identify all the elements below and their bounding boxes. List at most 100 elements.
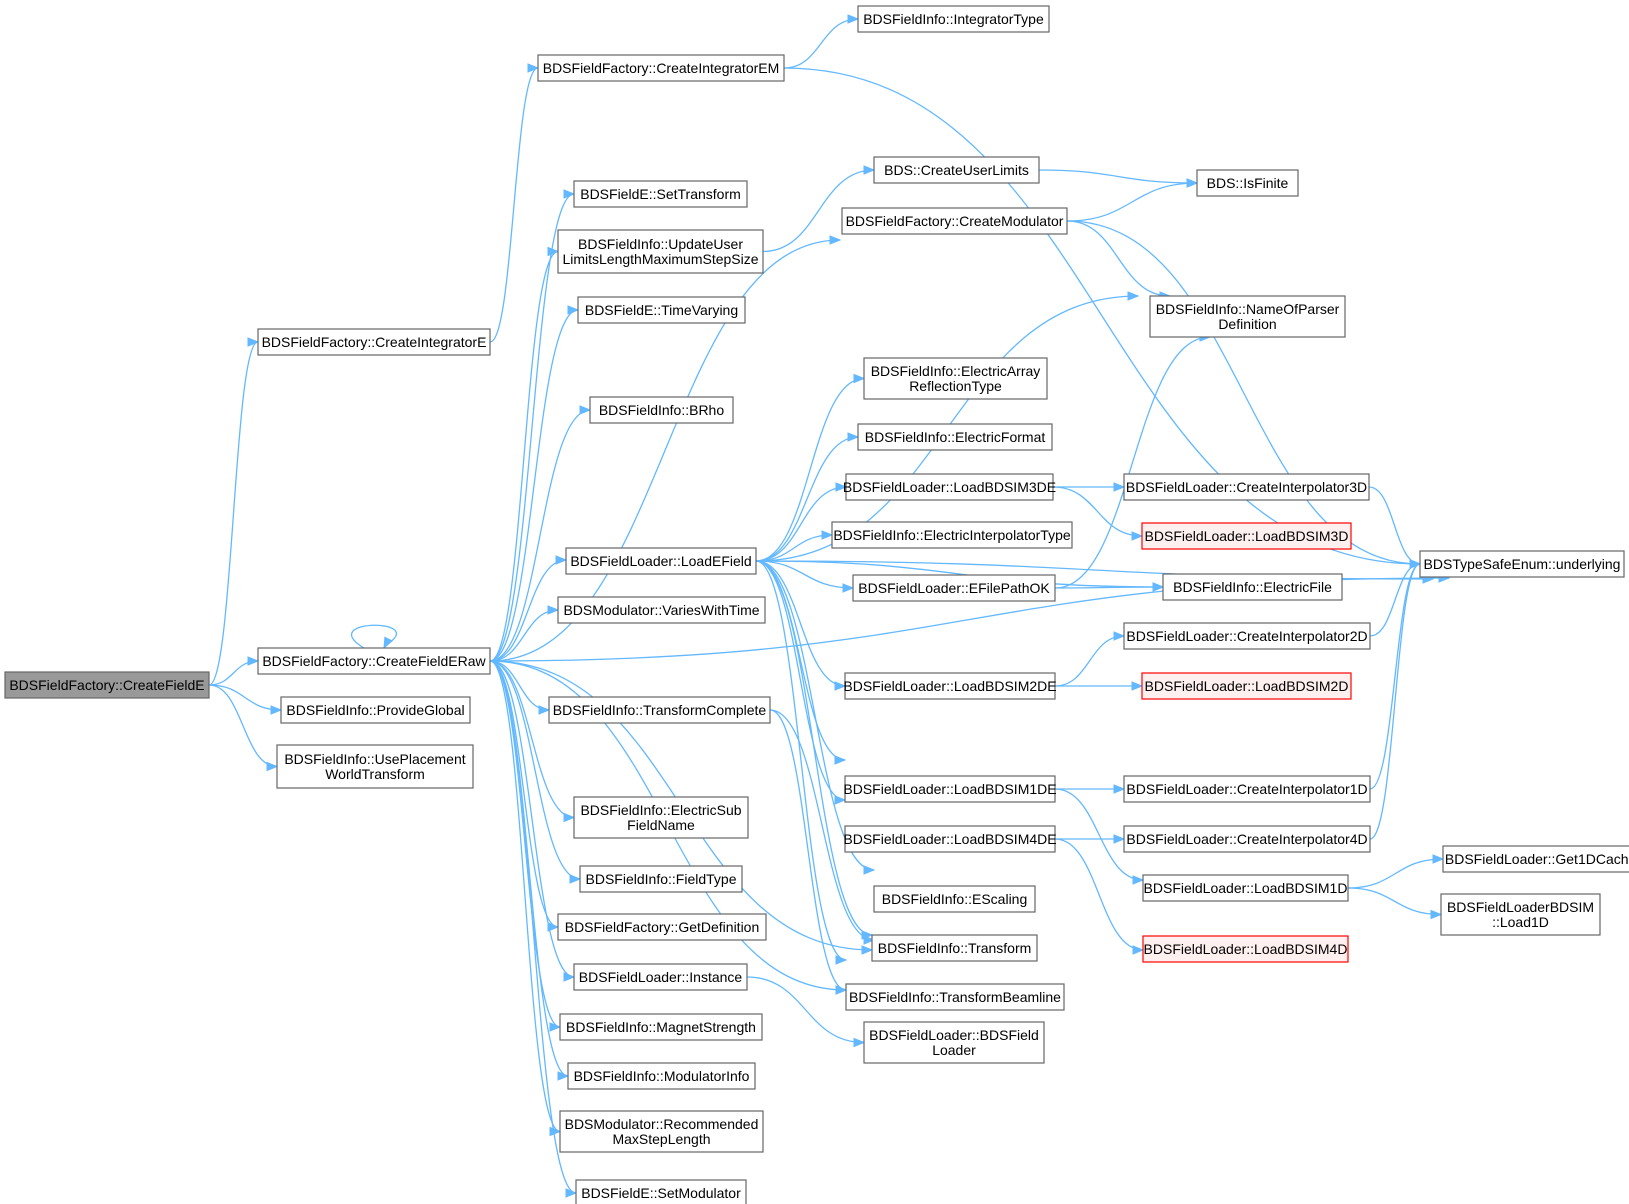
node-box[interactable] — [257, 647, 491, 675]
node-box[interactable] — [1440, 893, 1601, 936]
node-box[interactable] — [1142, 874, 1349, 902]
node-box[interactable] — [1123, 825, 1371, 853]
node-n8[interactable]: BDSFieldE::SetTransform — [573, 180, 748, 208]
node-n17[interactable]: BDSFieldInfo::ElectricFormat — [857, 423, 1053, 451]
node-n34[interactable]: BDSFieldLoader::CreateInterpolator4D — [1123, 825, 1371, 853]
node-box[interactable] — [852, 574, 1056, 602]
node-box[interactable] — [573, 796, 749, 839]
node-n5[interactable]: BDSFieldFactory::CreateIntegratorEM — [537, 54, 785, 82]
node-n37[interactable]: BDSFieldLoader::LoadBDSIM1D — [1142, 874, 1349, 902]
node-box[interactable] — [575, 1179, 747, 1204]
node-box[interactable] — [1442, 845, 1629, 873]
node-n40[interactable]: BDSFieldFactory::GetDefinition — [557, 913, 767, 941]
node-n46[interactable]: BDSFieldLoader::BDSFieldLoader — [863, 1021, 1045, 1064]
node-box[interactable] — [280, 696, 471, 724]
node-box[interactable] — [557, 229, 764, 274]
node-box[interactable] — [857, 423, 1053, 451]
node-n12[interactable]: BDSFieldFactory::CreateModulator — [841, 207, 1068, 235]
node-box[interactable] — [557, 596, 766, 624]
node-n47[interactable]: BDSFieldInfo::ModulatorInfo — [567, 1062, 756, 1090]
node-box[interactable] — [1142, 935, 1349, 963]
node-box[interactable] — [844, 825, 1056, 853]
node-box[interactable] — [567, 1062, 756, 1090]
node-box[interactable] — [871, 934, 1038, 962]
node-box[interactable] — [548, 696, 771, 724]
node-box[interactable] — [577, 296, 746, 324]
node-box[interactable] — [557, 913, 767, 941]
node-n1[interactable]: BDSFieldFactory::CreateFieldERaw — [257, 647, 491, 675]
node-box[interactable] — [579, 865, 743, 893]
node-box[interactable] — [537, 54, 785, 82]
node-n38[interactable]: BDSFieldLoader::Get1DCached — [1442, 845, 1629, 873]
node-n33[interactable]: BDSFieldLoader::LoadBDSIM4DE — [843, 825, 1057, 853]
node-n10[interactable]: BDS::CreateUserLimits — [873, 156, 1040, 184]
node-n15[interactable]: BDSFieldInfo::BRho — [589, 396, 734, 424]
node-box[interactable] — [1123, 775, 1371, 803]
node-box[interactable] — [1196, 169, 1299, 197]
node-n18[interactable]: BDSFieldLoader::LoadBDSIM3DE — [843, 473, 1056, 501]
node-box[interactable] — [873, 156, 1040, 184]
node-n2[interactable]: BDSFieldFactory::CreateIntegratorE — [257, 328, 491, 356]
node-box[interactable] — [863, 357, 1048, 400]
node-n49[interactable]: BDSFieldE::SetModulator — [575, 1179, 747, 1204]
node-n9[interactable]: BDSFieldInfo::UpdateUserLimitsLengthMaxi… — [557, 229, 764, 274]
node-box[interactable] — [1149, 295, 1346, 338]
node-n14[interactable]: BDSFieldE::TimeVarying — [577, 296, 746, 324]
node-n23[interactable]: BDSFieldLoader::EFilePathOK — [852, 574, 1056, 602]
node-n16[interactable]: BDSFieldInfo::ElectricArrayReflectionTyp… — [863, 357, 1048, 400]
node-n43[interactable]: BDSFieldLoader::Instance — [573, 963, 748, 991]
node-n24[interactable]: BDSFieldInfo::ElectricFile — [1162, 573, 1343, 601]
node-n11[interactable]: BDS::IsFinite — [1196, 169, 1299, 197]
node-box[interactable] — [276, 744, 474, 789]
node-box[interactable] — [565, 547, 757, 575]
node-box[interactable] — [845, 983, 1065, 1011]
node-n0[interactable]: BDSFieldFactory::CreateFieldE — [4, 671, 210, 699]
node-n19[interactable]: BDSFieldLoader::CreateInterpolator3D — [1123, 473, 1370, 501]
node-n26[interactable]: BDSFieldLoader::CreateInterpolator2D — [1123, 622, 1371, 650]
node-box[interactable] — [257, 328, 491, 356]
node-n3[interactable]: BDSFieldInfo::ProvideGlobal — [280, 696, 471, 724]
node-n44[interactable]: BDSFieldInfo::TransformBeamline — [845, 983, 1065, 1011]
node-n36[interactable]: BDSFieldInfo::EScaling — [873, 885, 1036, 913]
node-n35[interactable]: BDSFieldInfo::FieldType — [579, 865, 743, 893]
node-box[interactable] — [844, 775, 1056, 803]
node-n31[interactable]: BDSFieldLoader::CreateInterpolator1D — [1123, 775, 1371, 803]
node-box[interactable] — [873, 885, 1036, 913]
node-n41[interactable]: BDSFieldInfo::Transform — [871, 934, 1038, 962]
node-box[interactable] — [4, 671, 210, 699]
node-box[interactable] — [844, 672, 1056, 700]
node-n27[interactable]: BDSFieldLoader::LoadBDSIM2DE — [843, 672, 1057, 700]
node-box[interactable] — [1141, 672, 1352, 700]
node-n7[interactable]: BDSTypeSafeEnum::underlying — [1419, 550, 1625, 578]
node-box[interactable] — [1123, 622, 1371, 650]
node-box[interactable] — [1162, 573, 1343, 601]
node-box[interactable] — [1419, 550, 1625, 578]
node-n21[interactable]: BDSFieldInfo::ElectricInterpolatorType — [831, 521, 1073, 549]
node-n6[interactable]: BDSFieldInfo::IntegratorType — [857, 5, 1050, 33]
node-box[interactable] — [831, 521, 1073, 549]
node-box[interactable] — [863, 1021, 1045, 1064]
node-n22[interactable]: BDSFieldLoader::LoadEField — [565, 547, 757, 575]
node-n29[interactable]: BDSFieldInfo::TransformComplete — [548, 696, 771, 724]
node-box[interactable] — [1141, 522, 1352, 550]
node-box[interactable] — [559, 1013, 763, 1041]
node-n30[interactable]: BDSFieldLoader::LoadBDSIM1DE — [843, 775, 1057, 803]
node-n25[interactable]: BDSModulator::VariesWithTime — [557, 596, 766, 624]
node-n42[interactable]: BDSFieldLoader::LoadBDSIM4D — [1142, 935, 1349, 963]
node-n28[interactable]: BDSFieldLoader::LoadBDSIM2D — [1141, 672, 1352, 700]
node-n45[interactable]: BDSFieldInfo::MagnetStrength — [559, 1013, 763, 1041]
node-box[interactable] — [845, 473, 1054, 501]
node-box[interactable] — [573, 963, 748, 991]
node-n39[interactable]: BDSFieldLoaderBDSIM::Load1D — [1440, 893, 1601, 936]
node-box[interactable] — [573, 180, 748, 208]
node-n20[interactable]: BDSFieldLoader::LoadBDSIM3D — [1141, 522, 1352, 550]
node-box[interactable] — [857, 5, 1050, 33]
node-box[interactable] — [589, 396, 734, 424]
node-box[interactable] — [841, 207, 1068, 235]
node-box[interactable] — [559, 1110, 764, 1153]
node-box[interactable] — [1123, 473, 1370, 501]
